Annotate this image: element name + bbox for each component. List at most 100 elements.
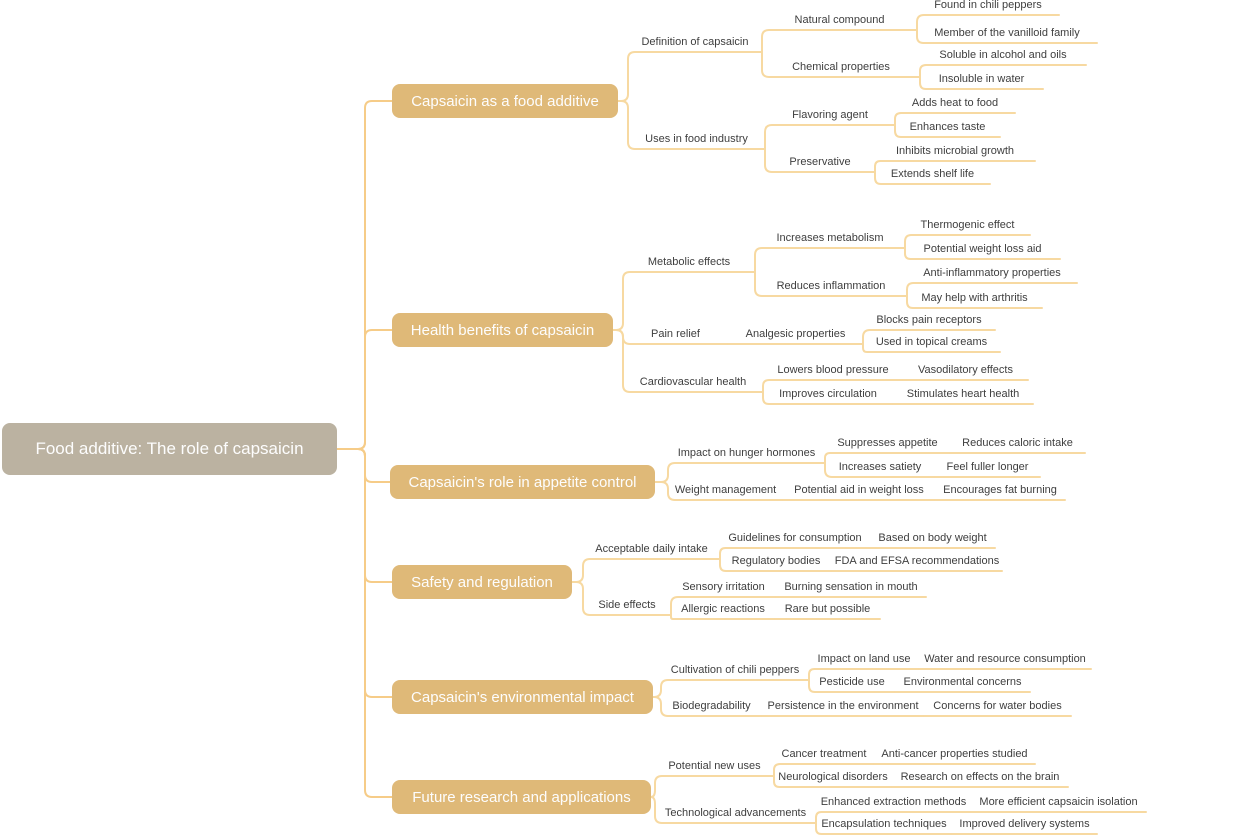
- node-label[interactable]: Concerns for water bodies: [933, 700, 1062, 712]
- node-label[interactable]: Increases satiety: [838, 461, 922, 473]
- node-label[interactable]: Impact on land use: [817, 653, 911, 665]
- node-label[interactable]: Metabolic effects: [647, 256, 731, 268]
- node-label[interactable]: Potential new uses: [668, 760, 761, 772]
- branch-node[interactable]: Capsaicin's role in appetite control: [390, 465, 655, 499]
- node-label[interactable]: Technological advancements: [664, 807, 807, 819]
- connector-line: [824, 462, 936, 478]
- node-label[interactable]: May help with arthritis: [921, 292, 1028, 304]
- branch-node[interactable]: Capsaicin as a food additive: [392, 84, 618, 118]
- connector-line: [808, 679, 896, 693]
- node-label[interactable]: Adds heat to food: [911, 97, 999, 109]
- node-label[interactable]: Preservative: [789, 156, 851, 168]
- connector-line: [906, 282, 1078, 297]
- connector-line: [612, 329, 764, 393]
- node-label[interactable]: Stimulates heart health: [906, 388, 1020, 400]
- node-label[interactable]: Uses in food industry: [645, 133, 748, 145]
- node-label[interactable]: Flavoring agent: [792, 109, 868, 121]
- node-label[interactable]: Thermogenic effect: [920, 219, 1015, 231]
- connector-line: [904, 234, 1031, 249]
- node-label[interactable]: Biodegradability: [672, 700, 751, 712]
- node-label[interactable]: Natural compound: [794, 14, 885, 26]
- connector-line: [612, 271, 756, 331]
- root-node[interactable]: Food additive: The role of capsaicin: [2, 423, 337, 475]
- node-label[interactable]: Chemical properties: [792, 61, 890, 73]
- connector-line: [762, 379, 904, 393]
- node-label[interactable]: Found in chili peppers: [934, 0, 1042, 11]
- node-label[interactable]: Cancer treatment: [781, 748, 867, 760]
- connector-line: [808, 668, 920, 681]
- node-label[interactable]: Potential weight loss aid: [923, 243, 1042, 255]
- branch-node[interactable]: Capsaicin's environmental impact: [392, 680, 653, 714]
- connector-line: [571, 558, 721, 583]
- node-label[interactable]: Environmental concerns: [903, 676, 1022, 688]
- connector-line: [764, 124, 896, 150]
- node-label[interactable]: Encourages fat burning: [943, 484, 1057, 496]
- connector-line: [874, 171, 991, 185]
- branch-node[interactable]: Health benefits of capsaicin: [392, 313, 613, 347]
- connector-line: [904, 247, 1061, 260]
- node-label[interactable]: Sensory irritation: [682, 581, 765, 593]
- connector-line: [336, 448, 391, 483]
- node-label[interactable]: Water and resource consumption: [924, 653, 1086, 665]
- node-label[interactable]: Weight management: [674, 484, 777, 496]
- node-label[interactable]: Reduces caloric intake: [962, 437, 1073, 449]
- node-label[interactable]: Definition of capsaicin: [641, 36, 749, 48]
- connector-line: [670, 614, 776, 620]
- connector-line: [654, 462, 826, 483]
- node-label[interactable]: Persistence in the environment: [767, 700, 919, 712]
- connector-line: [764, 148, 876, 173]
- node-label[interactable]: Improves circulation: [779, 388, 877, 400]
- node-label[interactable]: Member of the vanilloid family: [934, 27, 1080, 39]
- branch-node[interactable]: Safety and regulation: [392, 565, 572, 599]
- node-label[interactable]: Based on body weight: [878, 532, 987, 544]
- node-label[interactable]: Rare but possible: [784, 603, 871, 615]
- node-label[interactable]: Pesticide use: [819, 676, 885, 688]
- connector-line: [719, 558, 833, 572]
- connector-line: [650, 796, 817, 824]
- connector-line: [919, 76, 1044, 90]
- node-label[interactable]: Used in topical creams: [875, 336, 988, 348]
- node-label[interactable]: Reduces inflammation: [776, 280, 886, 292]
- connector-line: [761, 29, 918, 53]
- node-label[interactable]: Improved delivery systems: [959, 818, 1090, 830]
- node-label[interactable]: Insoluble in water: [938, 73, 1025, 85]
- node-label[interactable]: Regulatory bodies: [731, 555, 821, 567]
- node-label[interactable]: Encapsulation techniques: [821, 818, 947, 830]
- node-label[interactable]: Burning sensation in mouth: [784, 581, 918, 593]
- node-label[interactable]: Feel fuller longer: [946, 461, 1029, 473]
- connector-line: [654, 481, 784, 501]
- node-label[interactable]: Blocks pain receptors: [876, 314, 982, 326]
- node-label[interactable]: Inhibits microbial growth: [896, 145, 1014, 157]
- connector-line: [906, 295, 1043, 309]
- node-label[interactable]: Enhances taste: [909, 121, 986, 133]
- branch-node[interactable]: Future research and applications: [392, 780, 651, 814]
- node-label[interactable]: Lowers blood pressure: [777, 364, 889, 376]
- node-label[interactable]: Anti-inflammatory properties: [923, 267, 1061, 279]
- node-label[interactable]: Research on effects on the brain: [900, 771, 1060, 783]
- node-label[interactable]: Cultivation of chili peppers: [670, 664, 800, 676]
- node-label[interactable]: More efficient capsaicin isolation: [979, 796, 1138, 808]
- node-label[interactable]: Soluble in alcohol and oils: [939, 49, 1067, 61]
- node-label[interactable]: Potential aid in weight loss: [794, 484, 924, 496]
- node-label[interactable]: Analgesic properties: [745, 328, 846, 340]
- connector-line: [862, 343, 1001, 353]
- node-label[interactable]: Extends shelf life: [890, 168, 975, 180]
- node-label[interactable]: Impact on hunger hormones: [677, 447, 816, 459]
- connector-line: [773, 775, 893, 788]
- node-label[interactable]: Allergic reactions: [681, 603, 765, 615]
- node-label[interactable]: Acceptable daily intake: [595, 543, 708, 555]
- node-label[interactable]: FDA and EFSA recommendations: [834, 555, 1000, 567]
- connector-line: [719, 547, 871, 560]
- node-label[interactable]: Vasodilatory effects: [918, 364, 1013, 376]
- connector-line: [336, 329, 393, 450]
- node-label[interactable]: Cardiovascular health: [639, 376, 747, 388]
- node-label[interactable]: Suppresses appetite: [837, 437, 938, 449]
- node-label[interactable]: Neurological disorders: [778, 771, 888, 783]
- node-label[interactable]: Increases metabolism: [776, 232, 884, 244]
- node-label[interactable]: Enhanced extraction methods: [820, 796, 967, 808]
- node-label[interactable]: Anti-cancer properties studied: [881, 748, 1028, 760]
- node-label[interactable]: Side effects: [598, 599, 656, 611]
- node-label[interactable]: Guidelines for consumption: [728, 532, 862, 544]
- node-label[interactable]: Pain relief: [651, 328, 700, 340]
